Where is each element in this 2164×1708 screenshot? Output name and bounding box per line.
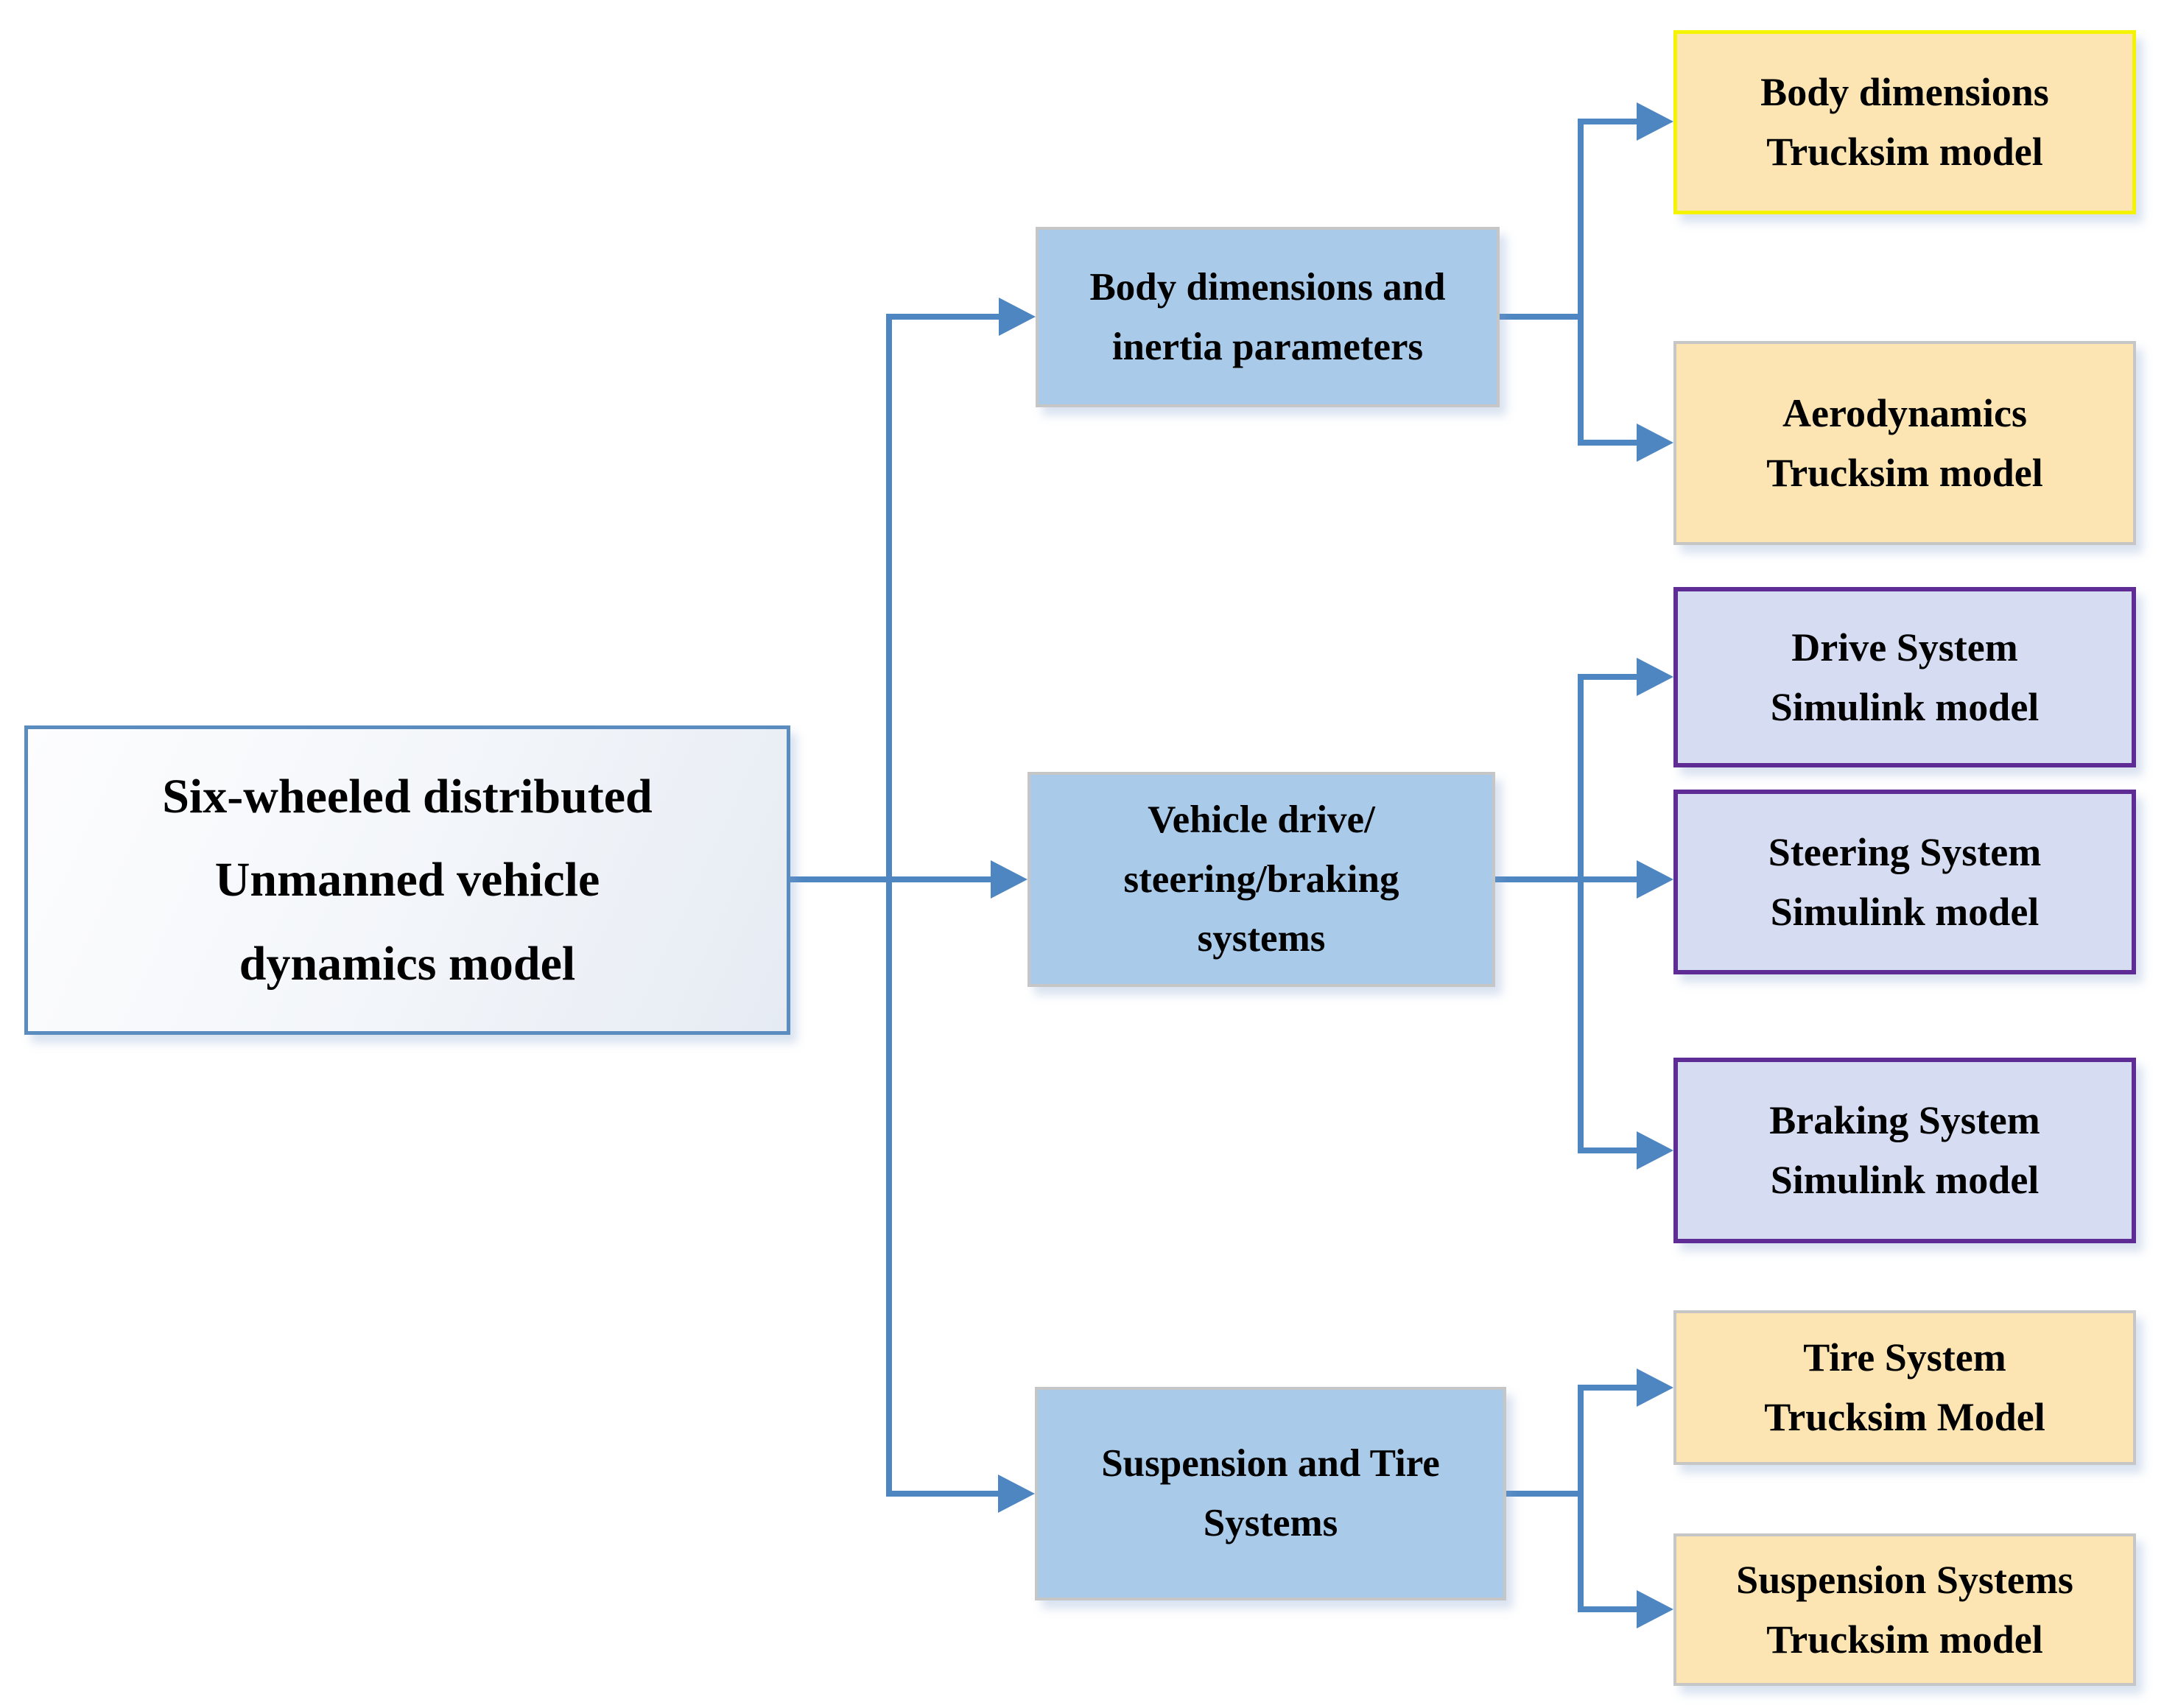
leaf-box-tire-system: Tire System Trucksim Model <box>1673 1310 2136 1465</box>
connector-trunk-level1 <box>886 314 892 1497</box>
connector-to-leaf7 <box>1578 1606 1640 1612</box>
connector-trunk-group3 <box>1578 1385 1584 1612</box>
branch-label: Vehicle drive/ steering/braking systems <box>1123 798 1399 960</box>
leaf-label: Steering System Simulink model <box>1768 829 2042 934</box>
connector-branch3-stub <box>1506 1491 1584 1497</box>
leaf-label: Drive System Simulink model <box>1770 625 2040 729</box>
arrowhead-icon <box>998 1475 1035 1513</box>
leaf-label: Suspension Systems Trucksim model <box>1736 1557 2073 1662</box>
connector-to-leaf1 <box>1578 119 1640 124</box>
leaf-box-body-dimensions: Body dimensions Trucksim model <box>1673 30 2136 214</box>
arrowhead-icon <box>1637 102 1673 141</box>
leaf-box-aerodynamics: Aerodynamics Trucksim model <box>1673 341 2136 545</box>
branch-label: Body dimensions and inertia parameters <box>1089 265 1446 368</box>
root-box: Six-wheeled distributed Unmanned vehicle… <box>24 725 790 1035</box>
leaf-box-braking-system: Braking System Simulink model <box>1673 1058 2136 1243</box>
arrowhead-icon <box>1637 1131 1673 1170</box>
arrowhead-icon <box>1637 424 1673 462</box>
leaf-label: Braking System Simulink model <box>1769 1098 2040 1202</box>
connector-to-leaf6 <box>1578 1385 1640 1391</box>
connector-branch2-to-leaf4 <box>1495 876 1640 882</box>
connector-to-leaf2 <box>1578 440 1640 446</box>
leaf-box-drive-system: Drive System Simulink model <box>1673 587 2136 767</box>
connector-trunk-group1 <box>1578 119 1584 446</box>
arrowhead-icon <box>1637 658 1673 696</box>
branch-box-body-inertia: Body dimensions and inertia parameters <box>1036 227 1500 407</box>
connector-root-to-branch2 <box>790 876 994 882</box>
leaf-box-steering-system: Steering System Simulink model <box>1673 790 2136 974</box>
leaf-label: Body dimensions Trucksim model <box>1760 70 2049 174</box>
arrowhead-icon <box>1637 1368 1673 1407</box>
connector-trunk-to-branch3 <box>886 1491 1002 1497</box>
connector-to-leaf3 <box>1578 674 1640 680</box>
leaf-label: Tire System Trucksim Model <box>1764 1335 2045 1439</box>
root-label: Six-wheeled distributed Unmanned vehicle… <box>162 769 653 991</box>
connector-trunk-group2 <box>1578 674 1584 1153</box>
arrowhead-icon <box>999 298 1036 336</box>
leaf-label: Aerodynamics Trucksim model <box>1766 390 2043 495</box>
connector-trunk-to-branch1 <box>886 314 1002 320</box>
arrowhead-icon <box>991 860 1027 899</box>
connector-branch1-stub <box>1500 314 1584 320</box>
connector-to-leaf5 <box>1578 1148 1640 1153</box>
branch-box-drive-steer-brake: Vehicle drive/ steering/braking systems <box>1027 772 1495 987</box>
branch-label: Suspension and Tire Systems <box>1101 1442 1440 1544</box>
arrowhead-icon <box>1637 860 1673 899</box>
arrowhead-icon <box>1637 1590 1673 1628</box>
leaf-box-suspension-systems: Suspension Systems Trucksim model <box>1673 1533 2136 1686</box>
branch-box-suspension-tire: Suspension and Tire Systems <box>1035 1387 1506 1600</box>
